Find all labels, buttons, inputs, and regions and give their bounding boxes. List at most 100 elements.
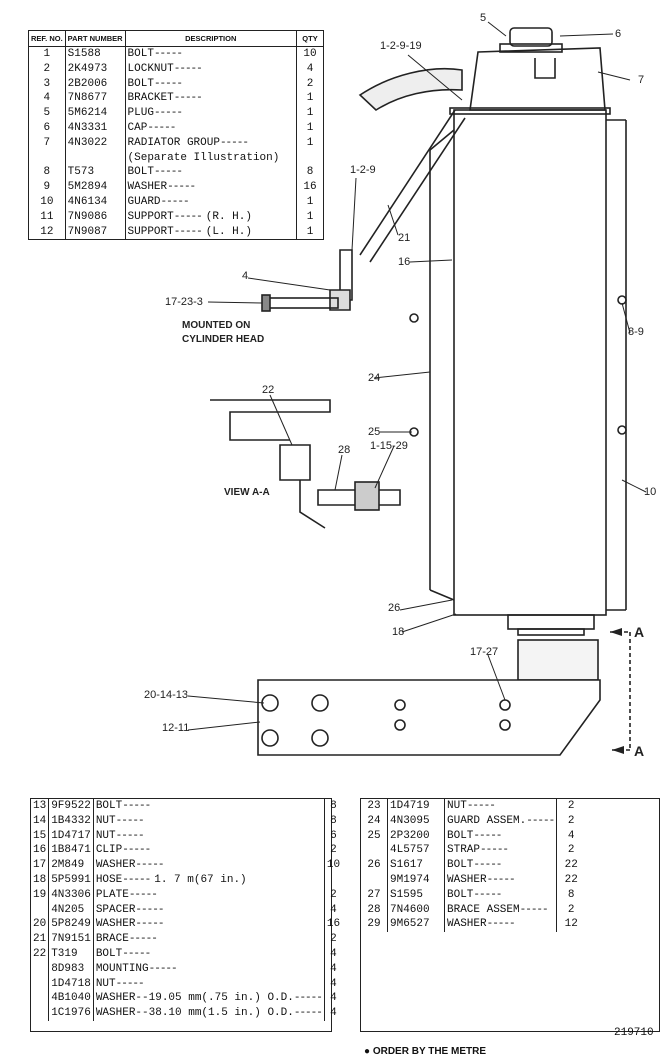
ref-cell: 11 <box>28 209 66 225</box>
qty-cell: 4 <box>330 962 337 975</box>
qty-cell: 2 <box>567 844 575 857</box>
description-cell: (Separate Illustration) <box>125 150 298 166</box>
ref-cell <box>31 991 50 1007</box>
mounted-on-note: MOUNTED ON <box>182 320 251 331</box>
description-cell: BOLT----- <box>125 46 298 62</box>
header-qty: QTY <box>296 30 324 47</box>
description-text: RADIATOR GROUP <box>127 136 220 149</box>
qty-cell: 1 <box>306 107 314 120</box>
description-text: LOCKNUT <box>127 62 174 75</box>
ref-cell <box>31 976 50 992</box>
part-number-cell: 9M1974 <box>387 872 445 888</box>
header-description: DESCRIPTION <box>125 30 298 47</box>
ref-cell: 13 <box>31 799 50 814</box>
description-note: (R. H.) <box>205 210 252 223</box>
description-cell: NUT----- <box>444 799 558 814</box>
description-text: SUPPORT <box>127 225 174 238</box>
part-number-cell: 5P8249 <box>48 917 94 933</box>
qty-cell: 1 <box>306 136 314 149</box>
part-number-cell: 9M6527 <box>387 917 445 933</box>
qty-cell: 16 <box>303 181 317 194</box>
part-number-cell: S1617 <box>387 858 445 873</box>
qty-cell: 12 <box>564 918 578 931</box>
qty-cell: 4 <box>330 903 337 916</box>
description-cell: NUT----- <box>93 813 325 829</box>
description-cell: WASHER----- <box>93 917 325 933</box>
description-text: BRACKET <box>127 92 174 105</box>
qty-cell: 4 <box>330 947 337 960</box>
callout-a-bottom: A <box>634 743 645 759</box>
description-text: NUT <box>95 814 116 827</box>
part-number-cell: T573 <box>65 165 126 181</box>
description-cell: SUPPORT-----(L. H.) <box>125 224 298 240</box>
bullet-icon: ● <box>364 1046 371 1057</box>
callout-7: 7 <box>638 74 645 86</box>
part-number-cell: 2K4973 <box>65 61 126 77</box>
ref-cell: 24 <box>361 813 388 829</box>
callout-24: 24 <box>368 372 381 384</box>
qty-cell: 1 <box>306 195 314 208</box>
cylinder-head-note: CYLINDER HEAD <box>182 334 265 345</box>
description-text: NUT <box>95 829 116 842</box>
part-number-cell: 4N3331 <box>65 120 126 136</box>
callout-1-2-9-19: 1-2-9-19 <box>380 40 422 52</box>
drawing-number: 219710 <box>614 1027 654 1039</box>
callout-8-9: 8-9 <box>628 326 644 338</box>
part-number-cell: 1D4719 <box>387 799 445 814</box>
qty-cell: 4 <box>567 829 575 842</box>
description-cell: GUARD ASSEM.----- <box>444 813 558 829</box>
part-number-cell: 5P5991 <box>48 872 94 888</box>
description-cell: WASHER----- <box>444 872 558 888</box>
callout-18: 18 <box>392 626 405 638</box>
qty-cell: 1 <box>306 92 314 105</box>
ref-cell <box>31 1006 50 1021</box>
ref-cell: 17 <box>31 858 50 873</box>
description-text: HOSE <box>95 873 123 886</box>
description-cell: WASHER----- <box>125 180 298 195</box>
callout-5: 5 <box>480 12 487 24</box>
ref-cell: 12 <box>28 224 66 240</box>
qty-cell: 2 <box>330 844 337 857</box>
callout-a-top: A <box>634 624 645 640</box>
callout-16: 16 <box>398 256 411 268</box>
qty-cell: 10 <box>326 859 341 872</box>
ref-cell: 28 <box>361 902 388 918</box>
description-cell: RADIATOR GROUP----- <box>125 135 298 151</box>
description-text: BRACE <box>95 933 129 946</box>
qty-cell: 2 <box>306 77 314 90</box>
description-cell: BOLT----- <box>93 946 325 962</box>
part-number-cell: 5M6214 <box>65 106 126 121</box>
description-text: WASHER <box>95 859 136 872</box>
part-number-cell: 4N205 <box>48 902 94 918</box>
qty-cell: 8 <box>306 166 314 179</box>
description-cell: BOLT----- <box>444 828 558 844</box>
ref-cell: 4 <box>28 91 66 107</box>
header-part-number: PART NUMBER <box>65 30 126 47</box>
description-text: NUT <box>447 800 467 812</box>
qty-cell: 1 <box>306 225 314 238</box>
part-number-cell: 7N9086 <box>65 209 126 225</box>
ref-cell <box>31 961 50 977</box>
description-text: WASHER <box>447 918 487 931</box>
ref-cell: 1 <box>28 46 66 62</box>
callout-17-23-3: 17-23-3 <box>165 296 203 308</box>
description-cell: CLIP----- <box>93 843 325 859</box>
description-text: BRACE ASSEM <box>447 903 520 916</box>
ref-cell: 3 <box>28 76 66 92</box>
qty-cell: 1 <box>306 121 314 134</box>
